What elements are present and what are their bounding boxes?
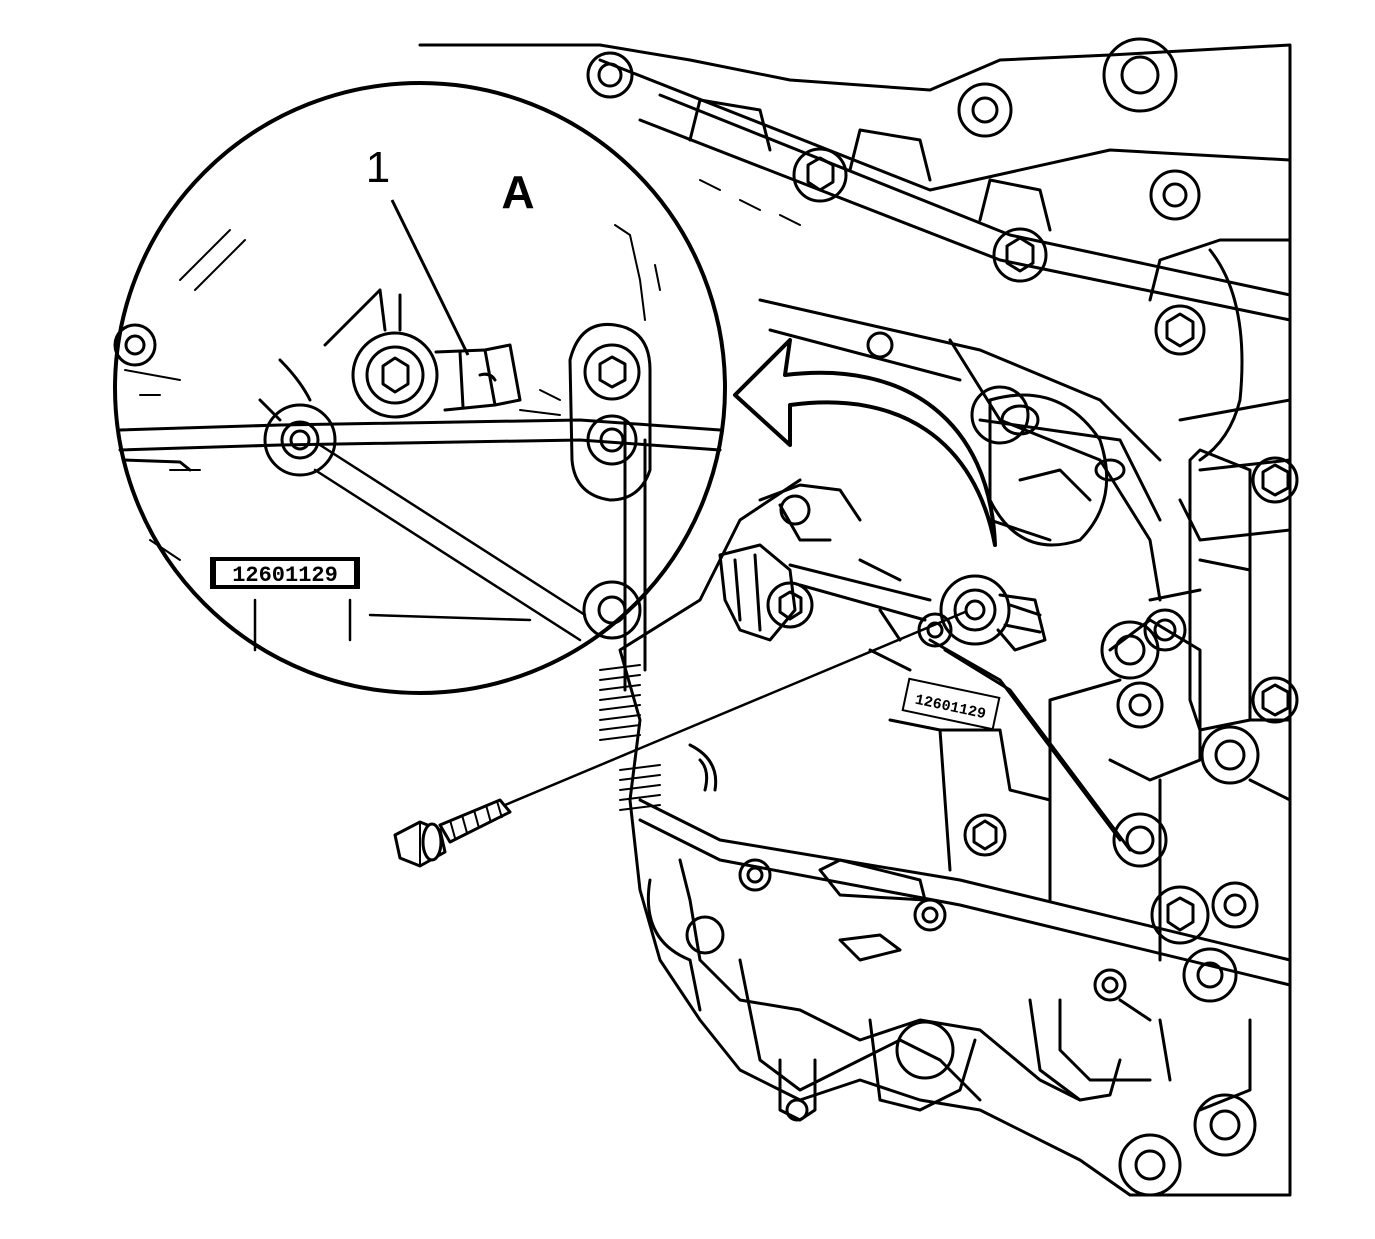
- bolt-head: [792, 147, 848, 203]
- detail-boss: [263, 403, 337, 477]
- bolt-head: [1149, 169, 1201, 221]
- knock-sensor-installed: [917, 574, 1047, 652]
- detail-view-a: 1 A 12601129: [113, 81, 727, 695]
- bolt-head: [992, 227, 1048, 283]
- callout-number-1: 1: [366, 143, 390, 192]
- detail-part-stamp: 12601129: [210, 557, 360, 589]
- bolt-leader-line: [504, 610, 966, 807]
- detail-boss: [583, 343, 641, 401]
- block-stamp-text: 12601129: [913, 692, 987, 724]
- engine-outline: [418, 43, 1292, 1197]
- right-bosses: [1100, 456, 1299, 1197]
- bolt-head: [1154, 304, 1206, 356]
- bolt-head: [1102, 37, 1178, 113]
- view-label: A: [501, 166, 534, 218]
- engine-block-drawing: [418, 37, 1299, 1197]
- callout-leader: [390, 199, 470, 356]
- cover-bolts: [586, 37, 1206, 356]
- bolt-head: [957, 82, 1013, 138]
- sensor-bolt: [393, 798, 512, 868]
- harness-connector: [718, 543, 932, 642]
- detail-stamp-text: 12601129: [232, 563, 338, 588]
- block-part-stamp: 12601129: [901, 677, 1001, 731]
- bolt-head: [586, 51, 634, 99]
- ribbed-casting: [599, 664, 661, 811]
- direction-arrow: [733, 338, 997, 547]
- knock-sensor-detail: [351, 331, 522, 419]
